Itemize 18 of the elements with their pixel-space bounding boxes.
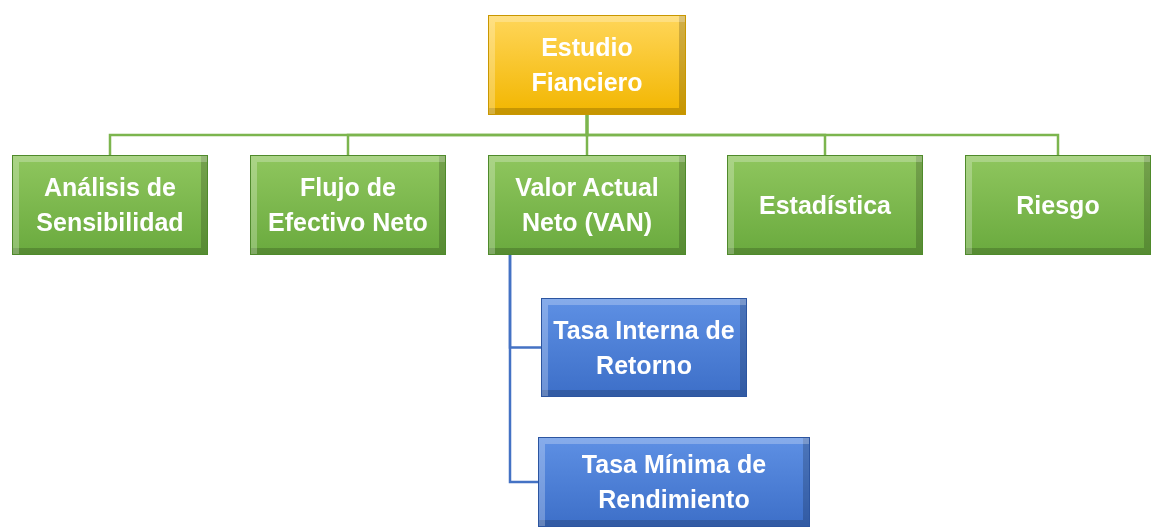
process-box	[965, 155, 1151, 255]
process-box	[12, 155, 208, 255]
connector-line	[508, 255, 538, 484]
box-label: Flujo de Efectivo Neto	[267, 172, 429, 238]
process-box	[488, 155, 686, 255]
process-box	[538, 437, 810, 527]
box-label: Tasa Interna de Retorno	[552, 314, 736, 381]
box-label: Tasa Mínima de Rendimiento	[580, 449, 768, 515]
connector-line	[585, 115, 1060, 155]
process-box	[541, 298, 747, 397]
box-label: Riesgo	[1016, 189, 1100, 221]
process-box	[488, 15, 686, 115]
box-label: Valor Actual Neto (VAN)	[514, 172, 660, 238]
process-box	[250, 155, 446, 255]
box-label: Análisis de Sensibilidad	[35, 172, 185, 238]
box-label: Estadística	[759, 189, 891, 221]
box-label: Estudio Fianciero	[530, 32, 644, 98]
process-box	[727, 155, 923, 255]
